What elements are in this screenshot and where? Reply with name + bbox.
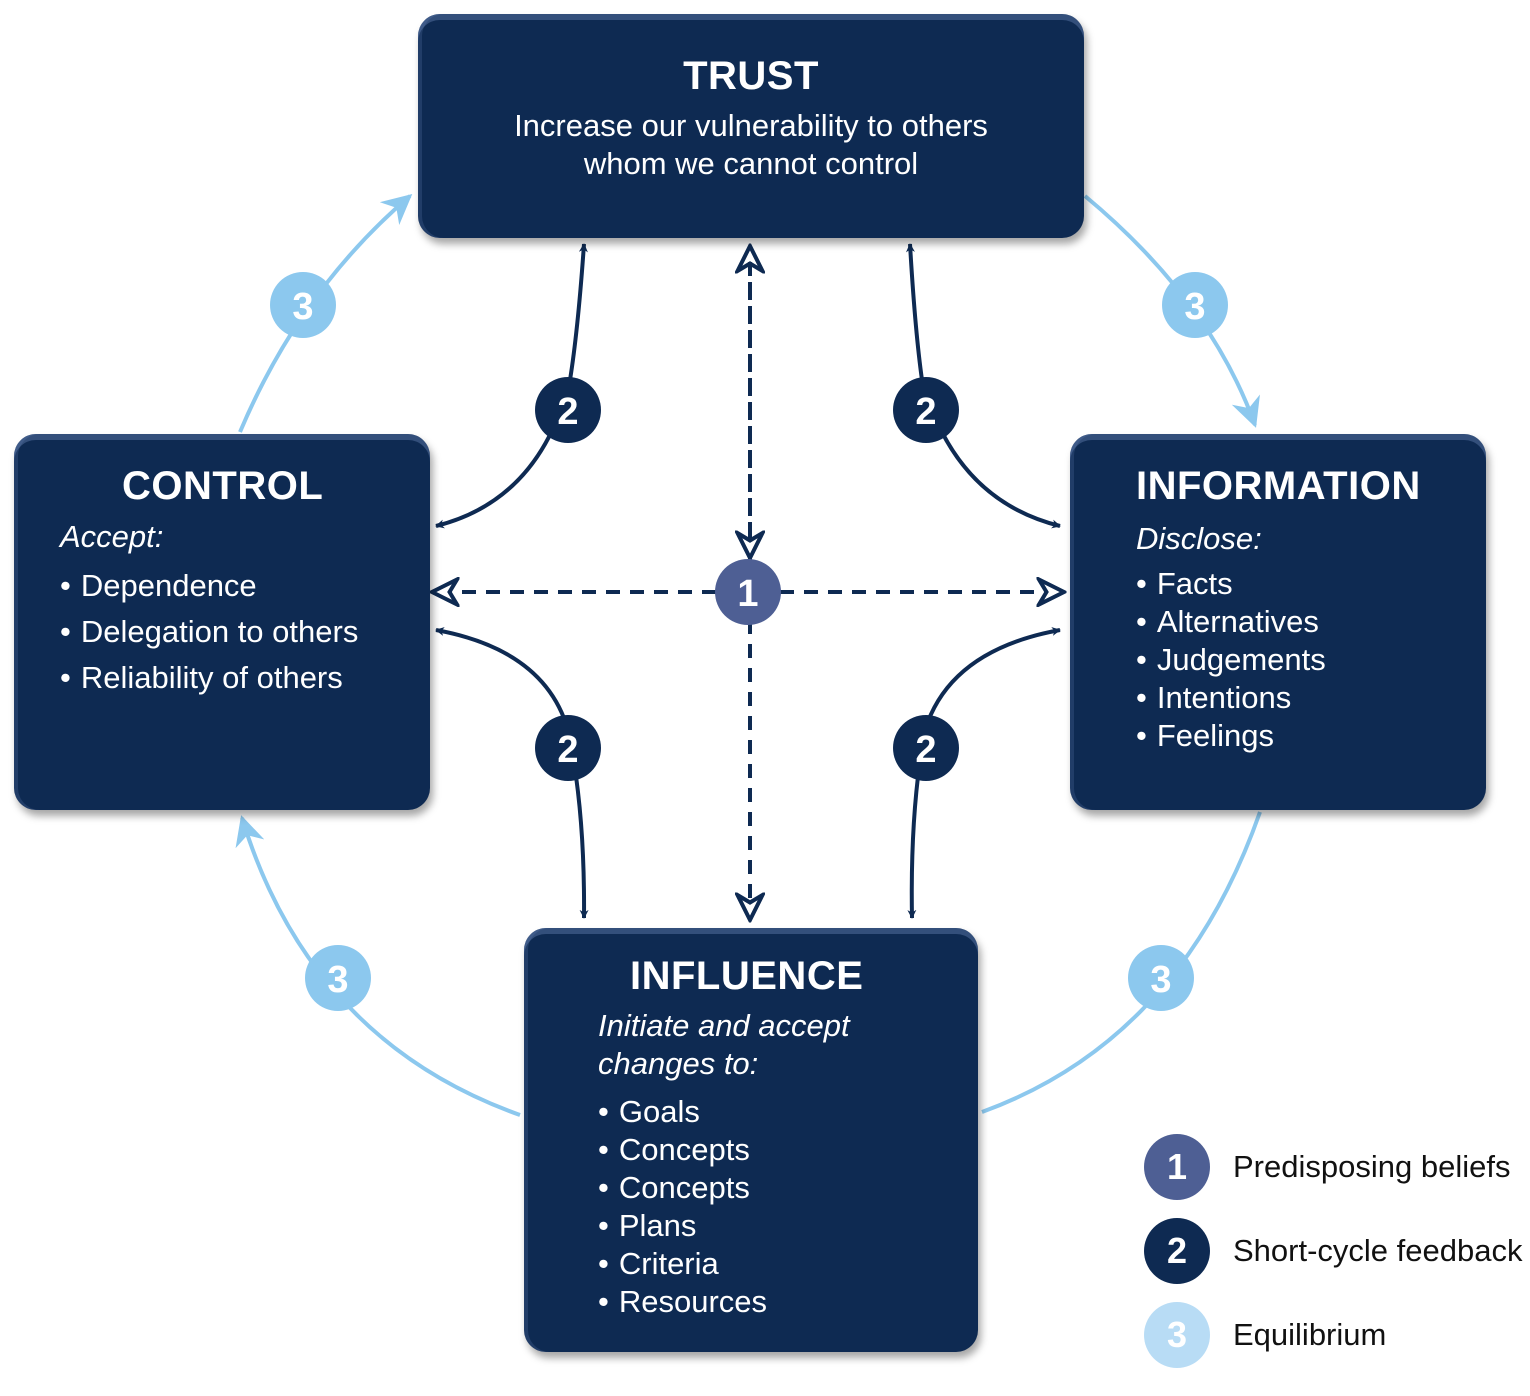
legend-label: Short-cycle feedback [1233,1233,1523,1268]
list-item: Goals [598,1093,978,1131]
list-item: Dependence [60,563,430,609]
list-item: Alternatives [1136,603,1486,641]
badge-number: 2 [557,729,578,771]
legend-item-predisposing: 1 Predisposing beliefs [1144,1134,1510,1200]
legend-item-short-cycle: 2 Short-cycle feedback [1144,1218,1522,1284]
list-item: Judgements [1136,641,1486,679]
list-item: Reliability of others [60,655,430,701]
predisposing-arrows [432,246,1064,920]
list-item: Resources [598,1283,978,1321]
list-item: Concepts [598,1131,978,1169]
information-list: Facts Alternatives Judgements Intentions… [1136,565,1486,755]
legend-badge: 2 [1144,1218,1210,1284]
badge-equilibrium-top-right: 3 [1162,272,1228,338]
control-subtitle: Accept: [60,519,164,554]
badge-equilibrium-top-left: 3 [270,272,336,338]
badge-number: 2 [915,729,936,771]
influence-subtitle-line-2: changes to: [598,1046,759,1081]
trust-description-line-2: whom we cannot control [583,146,919,181]
badge-short-cycle-bottom-left: 2 [535,715,601,781]
badge-number: 2 [557,391,578,433]
legend-badge: 3 [1144,1302,1210,1368]
list-item: Concepts [598,1169,978,1207]
legend-label: Predisposing beliefs [1233,1149,1511,1184]
trust-description-line-1: Increase our vulnerability to others [514,108,988,143]
list-item: Facts [1136,565,1486,603]
influence-title: INFLUENCE [630,954,864,998]
legend-item-equilibrium: 3 Equilibrium [1144,1302,1386,1368]
badge-number: 3 [1150,959,1171,1001]
trust-title: TRUST [683,54,819,98]
legend-badge: 1 [1144,1134,1210,1200]
badge-short-cycle-top-right: 2 [893,377,959,443]
list-item: Intentions [1136,679,1486,717]
control-title: CONTROL [122,464,324,508]
badge-number: 3 [327,959,348,1001]
badge-number: 3 [1184,286,1205,328]
information-subtitle: Disclose: [1136,521,1262,556]
badge-short-cycle-bottom-right: 2 [893,715,959,781]
legend-label: Equilibrium [1233,1317,1387,1352]
control-box: CONTROL Accept: Dependence Delegation to… [14,434,430,810]
trust-box: TRUST Increase our vulnerability to othe… [418,14,1084,238]
list-item: Criteria [598,1245,978,1283]
badge-number: 2 [915,391,936,433]
list-item: Plans [598,1207,978,1245]
badge-number: 3 [292,286,313,328]
influence-box: INFLUENCE Initiate and accept changes to… [524,928,978,1352]
information-box: INFORMATION Disclose: Facts Alternatives… [1070,434,1486,810]
list-item: Delegation to others [60,609,430,655]
control-list: Dependence Delegation to others Reliabil… [60,563,430,701]
equilibrium-arrow-information-to-influence [981,811,1262,1114]
influence-subtitle-line-1: Initiate and accept [598,1008,850,1043]
information-title: INFORMATION [1136,464,1421,508]
influence-list: Goals Concepts Concepts Plans Criteria R… [598,1093,978,1321]
badge-equilibrium-bottom-left: 3 [305,945,371,1011]
equilibrium-arrow-influence-to-control [235,815,521,1117]
list-item: Feelings [1136,717,1486,755]
badge-equilibrium-bottom-right: 3 [1128,945,1194,1011]
badge-short-cycle-top-left: 2 [535,377,601,443]
badge-number: 1 [737,573,758,615]
badge-predisposing: 1 [715,559,781,625]
